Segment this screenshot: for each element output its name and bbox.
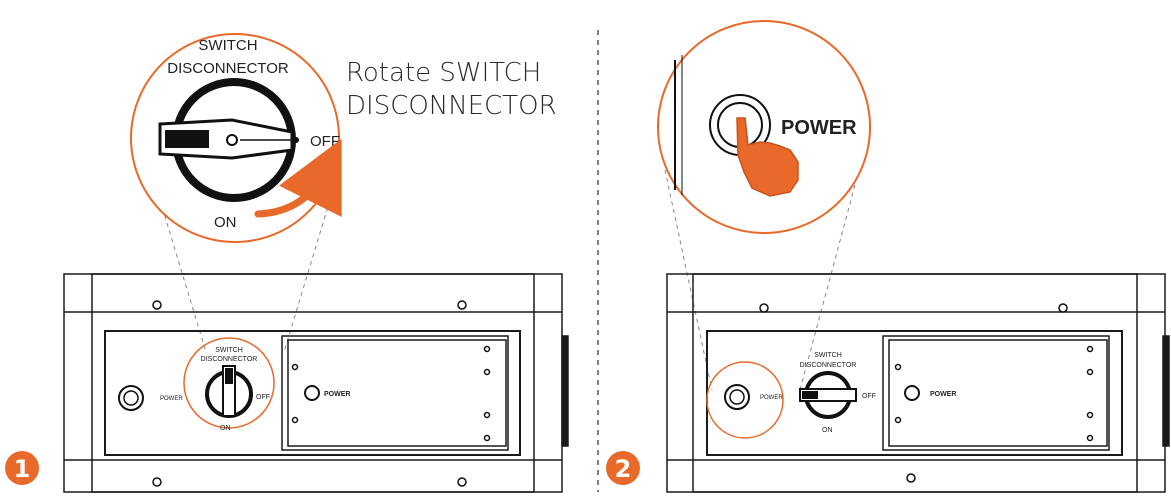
panel-switch-line2-right: DISCONNECTOR <box>800 362 857 369</box>
panel-off-label-right: OFF <box>862 393 876 400</box>
zoom-line-left <box>159 199 207 353</box>
window-power-button-icon <box>304 385 320 401</box>
screw-icons-right <box>759 303 1094 483</box>
step-badge-2 <box>606 451 640 485</box>
device-panel-left <box>63 273 569 493</box>
panel-on-label: ON <box>220 425 231 432</box>
screw-icons-left <box>152 300 491 487</box>
panel-switch-line1: SWITCH <box>215 347 243 354</box>
zoom-on-label: ON <box>214 214 237 231</box>
zoom-power-label: POWER <box>781 117 857 139</box>
panel-switch-line1-right: SWITCH <box>814 352 842 359</box>
zoom-line-right-a <box>664 169 713 391</box>
left-step: SWITCH DISCONNECTOR OFF ON Rotate SWITCH… <box>5 33 569 493</box>
panel-power-highlight <box>706 361 784 439</box>
zoom-title-line1: SWITCH <box>198 37 257 54</box>
device-panel-right <box>666 273 1170 493</box>
knob-handle-grip-icon <box>165 130 209 148</box>
panel-power-label: POWER <box>160 396 183 402</box>
panel-switch-line2: DISCONNECTOR <box>201 356 258 363</box>
right-step: POWER POWER SWITCH DISCONNE <box>606 20 1170 493</box>
panel-off-label: OFF <box>256 394 270 401</box>
step-badge-1 <box>5 451 39 485</box>
zoom-title-line2: DISCONNECTOR <box>167 60 289 77</box>
panel-on-label-right: ON <box>822 427 833 434</box>
caption-line2: DISCONNECTOR <box>346 91 557 121</box>
zoom-line-right <box>283 199 331 353</box>
window-power-label-right: POWER <box>930 391 956 398</box>
step-number-1: 1 <box>14 455 31 483</box>
zoom-circle-power: POWER <box>657 20 871 234</box>
zoom-circle-switch: SWITCH DISCONNECTOR OFF ON <box>130 33 342 243</box>
panel-power-label-right: POWER <box>760 395 783 401</box>
window-power-label: POWER <box>324 391 350 398</box>
zoom-off-label: OFF <box>310 133 340 150</box>
panel-zoom-highlight <box>183 337 275 429</box>
caption-line1: Rotate SWITCH <box>346 58 541 88</box>
zoom-line-right-b <box>799 184 856 391</box>
window-power-button-icon-right <box>904 385 920 401</box>
step-number-2: 2 <box>615 455 632 483</box>
rotate-arrow-icon <box>254 138 342 218</box>
pointing-hand-icon <box>736 117 799 197</box>
